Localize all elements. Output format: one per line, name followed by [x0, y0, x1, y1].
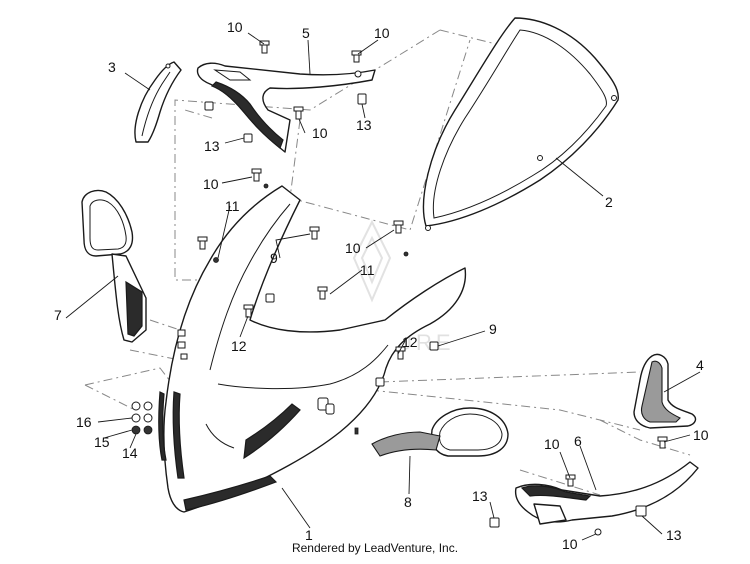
front-fairing — [158, 185, 467, 513]
callout-13: 13 — [472, 488, 488, 504]
callout-10: 10 — [312, 125, 328, 141]
callout-9: 9 — [489, 321, 497, 337]
leader-lines — [65, 32, 701, 541]
callout-10: 10 — [227, 19, 243, 35]
callout-16: 16 — [76, 414, 92, 430]
callout-10: 10 — [693, 427, 709, 443]
callout-13: 13 — [356, 117, 372, 133]
left-mirror — [81, 189, 147, 343]
side-panel-left — [134, 61, 182, 143]
callout-10: 10 — [203, 176, 219, 192]
callout-5: 5 — [302, 25, 310, 41]
callout-7: 7 — [54, 307, 62, 323]
callout-8: 8 — [404, 494, 412, 510]
callout-12: 12 — [402, 334, 418, 350]
callout-9: 9 — [270, 250, 278, 266]
callout-6: 6 — [574, 433, 582, 449]
callout-11: 11 — [225, 198, 240, 214]
callout-2: 2 — [605, 194, 613, 210]
callout-10: 10 — [562, 536, 578, 552]
lower-bracket — [514, 461, 699, 536]
callout-10: 10 — [374, 25, 390, 41]
callout-10: 10 — [544, 436, 560, 452]
callout-12: 12 — [231, 338, 247, 354]
callout-10: 10 — [345, 240, 361, 256]
callout-14: 14 — [122, 445, 138, 461]
callout-15: 15 — [94, 434, 110, 450]
callout-1: 1 — [305, 527, 313, 543]
callout-4: 4 — [696, 357, 704, 373]
windscreen — [422, 17, 619, 231]
watermark-logo — [352, 219, 392, 303]
footer-credit: Rendered by LeadVenture, Inc. — [291, 541, 459, 555]
callout-3: 3 — [108, 59, 116, 75]
assembly-lines — [84, 29, 691, 496]
callouts: 10 5 10 3 10 13 13 2 10 11 9 10 11 7 12 … — [54, 19, 709, 552]
upper-inner-trim — [196, 62, 376, 153]
callout-11: 11 — [360, 262, 375, 278]
callout-13: 13 — [204, 138, 220, 154]
callout-13: 13 — [666, 527, 682, 543]
right-mirror — [371, 407, 509, 457]
